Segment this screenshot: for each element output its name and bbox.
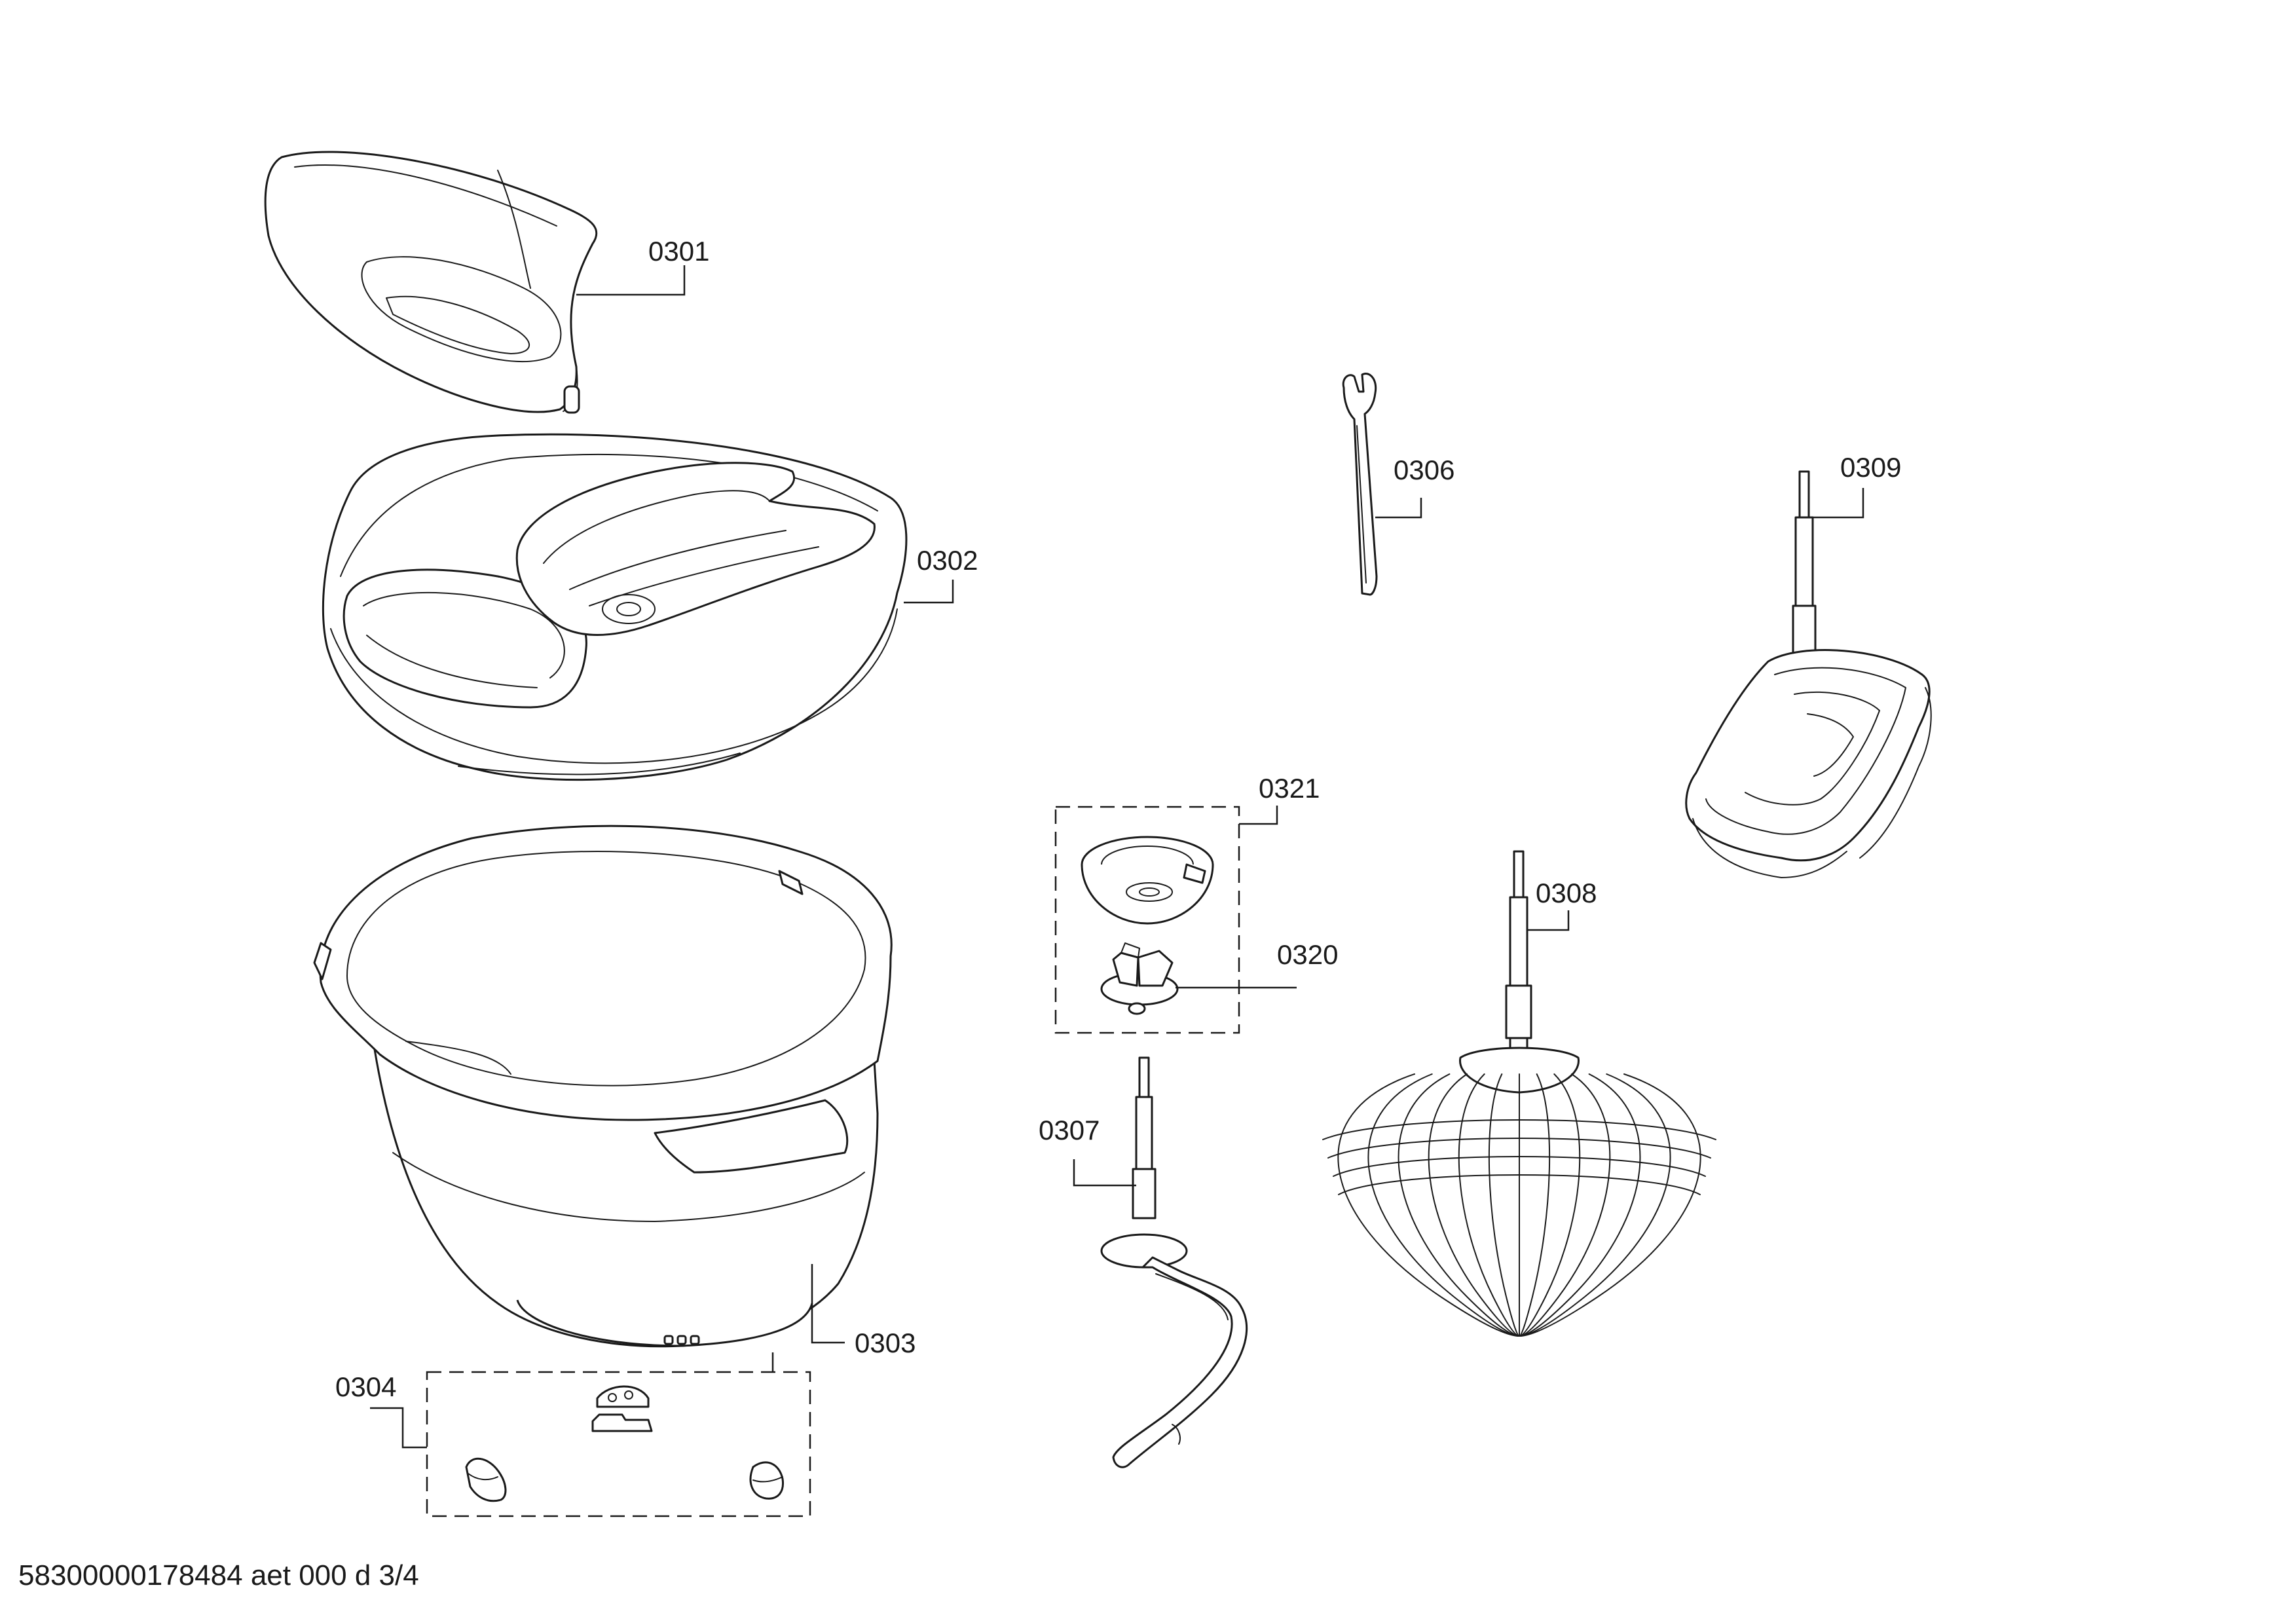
leader-0321 [1239, 806, 1278, 825]
whisk-wire [1519, 1073, 1611, 1337]
label-0301: 0301 [648, 236, 709, 267]
whisk-wire-loop [1333, 1156, 1706, 1177]
leader-0304 [370, 1407, 427, 1449]
part-0306-wrench[interactable] [1342, 373, 1378, 596]
whisk-wire-loop [1338, 1174, 1701, 1195]
leader-0309 [1813, 488, 1864, 519]
leader-0307 [1073, 1159, 1136, 1187]
whisk-wire [1519, 1073, 1701, 1337]
whisk-wire [1337, 1073, 1520, 1337]
whisk-wire [1519, 1073, 1641, 1337]
footer-document-code: 58300000178484 aet 000 d 3/4 [18, 1559, 419, 1591]
whisk-wire [1398, 1073, 1520, 1337]
label-0309: 0309 [1840, 452, 1901, 483]
whisk-wire [1519, 1073, 1671, 1337]
whisk-wire-loop [1322, 1119, 1716, 1140]
group-box-0321 [1054, 806, 1240, 1034]
part-0303-mixing-bowl[interactable] [313, 825, 893, 1348]
leader-0306 [1375, 498, 1422, 519]
part-0320-coupling[interactable] [1100, 942, 1179, 1015]
label-0306: 0306 [1394, 455, 1454, 485]
label-0304: 0304 [335, 1371, 396, 1402]
part-0309-beater[interactable] [1685, 470, 1932, 878]
part-0307-dough-hook[interactable] [1100, 1056, 1248, 1468]
label-0321: 0321 [1259, 773, 1320, 804]
leader-0302 [904, 580, 954, 604]
whisk-wire [1428, 1073, 1520, 1337]
label-0320: 0320 [1277, 939, 1338, 970]
part-0308-balloon-whisk[interactable] [1322, 850, 1716, 1337]
whisk-wire-loop [1327, 1138, 1711, 1159]
part-0302-bowl-lid[interactable] [322, 433, 908, 781]
whisk-wire [1519, 1073, 1581, 1337]
whisk-wire [1367, 1073, 1520, 1337]
part-0321-drive-assembly[interactable] [1081, 836, 1214, 925]
label-0303: 0303 [855, 1328, 916, 1358]
part-0304-bowl-feet-set[interactable] [426, 1371, 811, 1517]
label-0302: 0302 [917, 545, 978, 576]
leader-0308 [1527, 910, 1570, 931]
group-box-0304 [426, 1371, 811, 1517]
whisk-wire [1458, 1073, 1520, 1337]
leader-0301 [576, 265, 686, 296]
part-0301-funnel[interactable] [264, 151, 598, 414]
whisk-wire [1488, 1073, 1520, 1337]
label-0308: 0308 [1536, 878, 1597, 908]
leader-0303 [811, 1264, 845, 1344]
whisk-wire [1519, 1073, 1551, 1337]
label-0307: 0307 [1039, 1115, 1100, 1145]
